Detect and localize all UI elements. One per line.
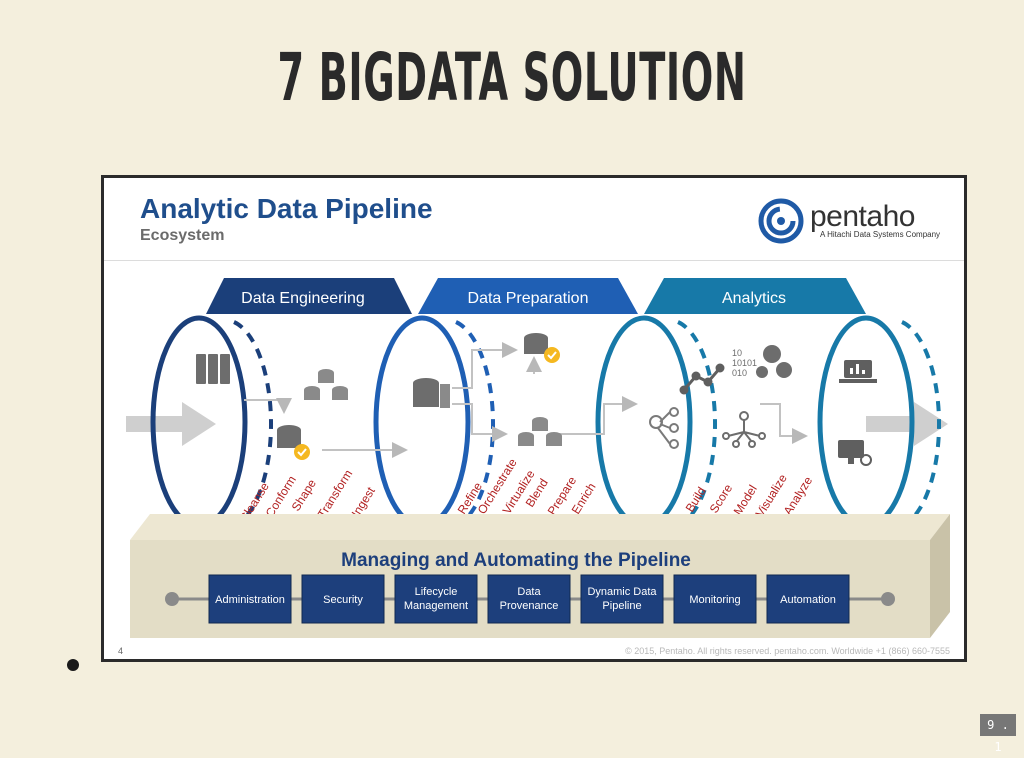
svg-text:10: 10 bbox=[732, 348, 742, 358]
database-check-icon bbox=[524, 333, 560, 363]
step-label: Build bbox=[683, 485, 709, 515]
step-label: Conform bbox=[263, 473, 299, 519]
pentaho-logo-icon bbox=[758, 198, 804, 244]
data-tree-icon bbox=[649, 407, 679, 449]
platform-item-box: Security bbox=[301, 574, 385, 624]
svg-text:010: 010 bbox=[732, 368, 747, 378]
cylinder-analytics-front bbox=[595, 315, 693, 529]
platform-title: Managing and Automating the Pipeline bbox=[341, 550, 691, 571]
stage-label: Analytics bbox=[722, 290, 786, 307]
server-rack-icon bbox=[196, 354, 230, 384]
cylinder-preparation-front bbox=[373, 315, 471, 529]
platform-item-box: Monitoring bbox=[673, 574, 757, 624]
trend-line-icon bbox=[679, 363, 725, 395]
platform-boxes: Administration Security LifecycleManagemen… bbox=[208, 574, 850, 624]
stage-banner-engineering: Data Engineering bbox=[206, 278, 412, 314]
logo-tagline: A Hitachi Data Systems Company bbox=[820, 230, 941, 239]
binary-gears-icon: 10 10101 010 bbox=[732, 345, 792, 378]
pipeline-figure: Analytic Data Pipeline Ecosystem pentaho… bbox=[101, 175, 967, 662]
svg-text:10101: 10101 bbox=[732, 358, 757, 368]
network-nodes-icon bbox=[722, 411, 766, 448]
platform-item-label: Security bbox=[323, 594, 363, 606]
platform-item-label: Administration bbox=[215, 594, 285, 606]
figure-header: Analytic Data Pipeline Ecosystem pentaho… bbox=[104, 178, 964, 261]
stage-banner-analytics: Analytics bbox=[644, 278, 866, 314]
stage-banner-preparation: Data Preparation bbox=[418, 278, 638, 314]
pipeline-diagram: Data Engineering Data Preparation Analyt… bbox=[118, 278, 950, 656]
output-arrow-icon bbox=[866, 402, 948, 446]
database-stack-icon bbox=[413, 378, 450, 408]
figure-page-number: 4 bbox=[118, 646, 123, 656]
database-check-icon bbox=[277, 425, 310, 460]
platform-item-label: Lifecycle bbox=[415, 586, 458, 598]
slide-title: 7 BIGDATA SOLUTION bbox=[277, 39, 747, 116]
platform-item-label: Monitoring bbox=[689, 594, 740, 606]
slide-page-indicator[interactable]: 9 . 1 bbox=[980, 714, 1016, 754]
platform-item-label: Pipeline bbox=[602, 600, 641, 612]
platform-item-label: Data bbox=[517, 586, 541, 598]
platform-item-label: Provenance bbox=[500, 600, 559, 612]
database-cluster-icon bbox=[304, 369, 348, 400]
platform-item-label: Automation bbox=[780, 594, 836, 606]
input-arrow-icon bbox=[126, 402, 216, 446]
database-cluster-icon bbox=[518, 417, 562, 446]
figure-copyright: © 2015, Pentaho. All rights reserved. pe… bbox=[625, 646, 950, 656]
laptop-chart-icon bbox=[839, 360, 877, 383]
stage-label: Data Engineering bbox=[241, 290, 365, 307]
logo-name: pentaho bbox=[810, 200, 915, 233]
bullet-point bbox=[67, 659, 79, 671]
figure-subtitle: Ecosystem bbox=[140, 227, 225, 244]
platform-item-box: Administration bbox=[208, 574, 292, 624]
platform-item-label: Management bbox=[404, 600, 468, 612]
platform-item-box: Automation bbox=[766, 574, 850, 624]
figure-title: Analytic Data Pipeline bbox=[140, 193, 433, 224]
stage-label: Data Preparation bbox=[468, 290, 589, 307]
platform-item-label: Dynamic Data bbox=[587, 586, 657, 598]
monitor-search-icon bbox=[838, 440, 872, 466]
